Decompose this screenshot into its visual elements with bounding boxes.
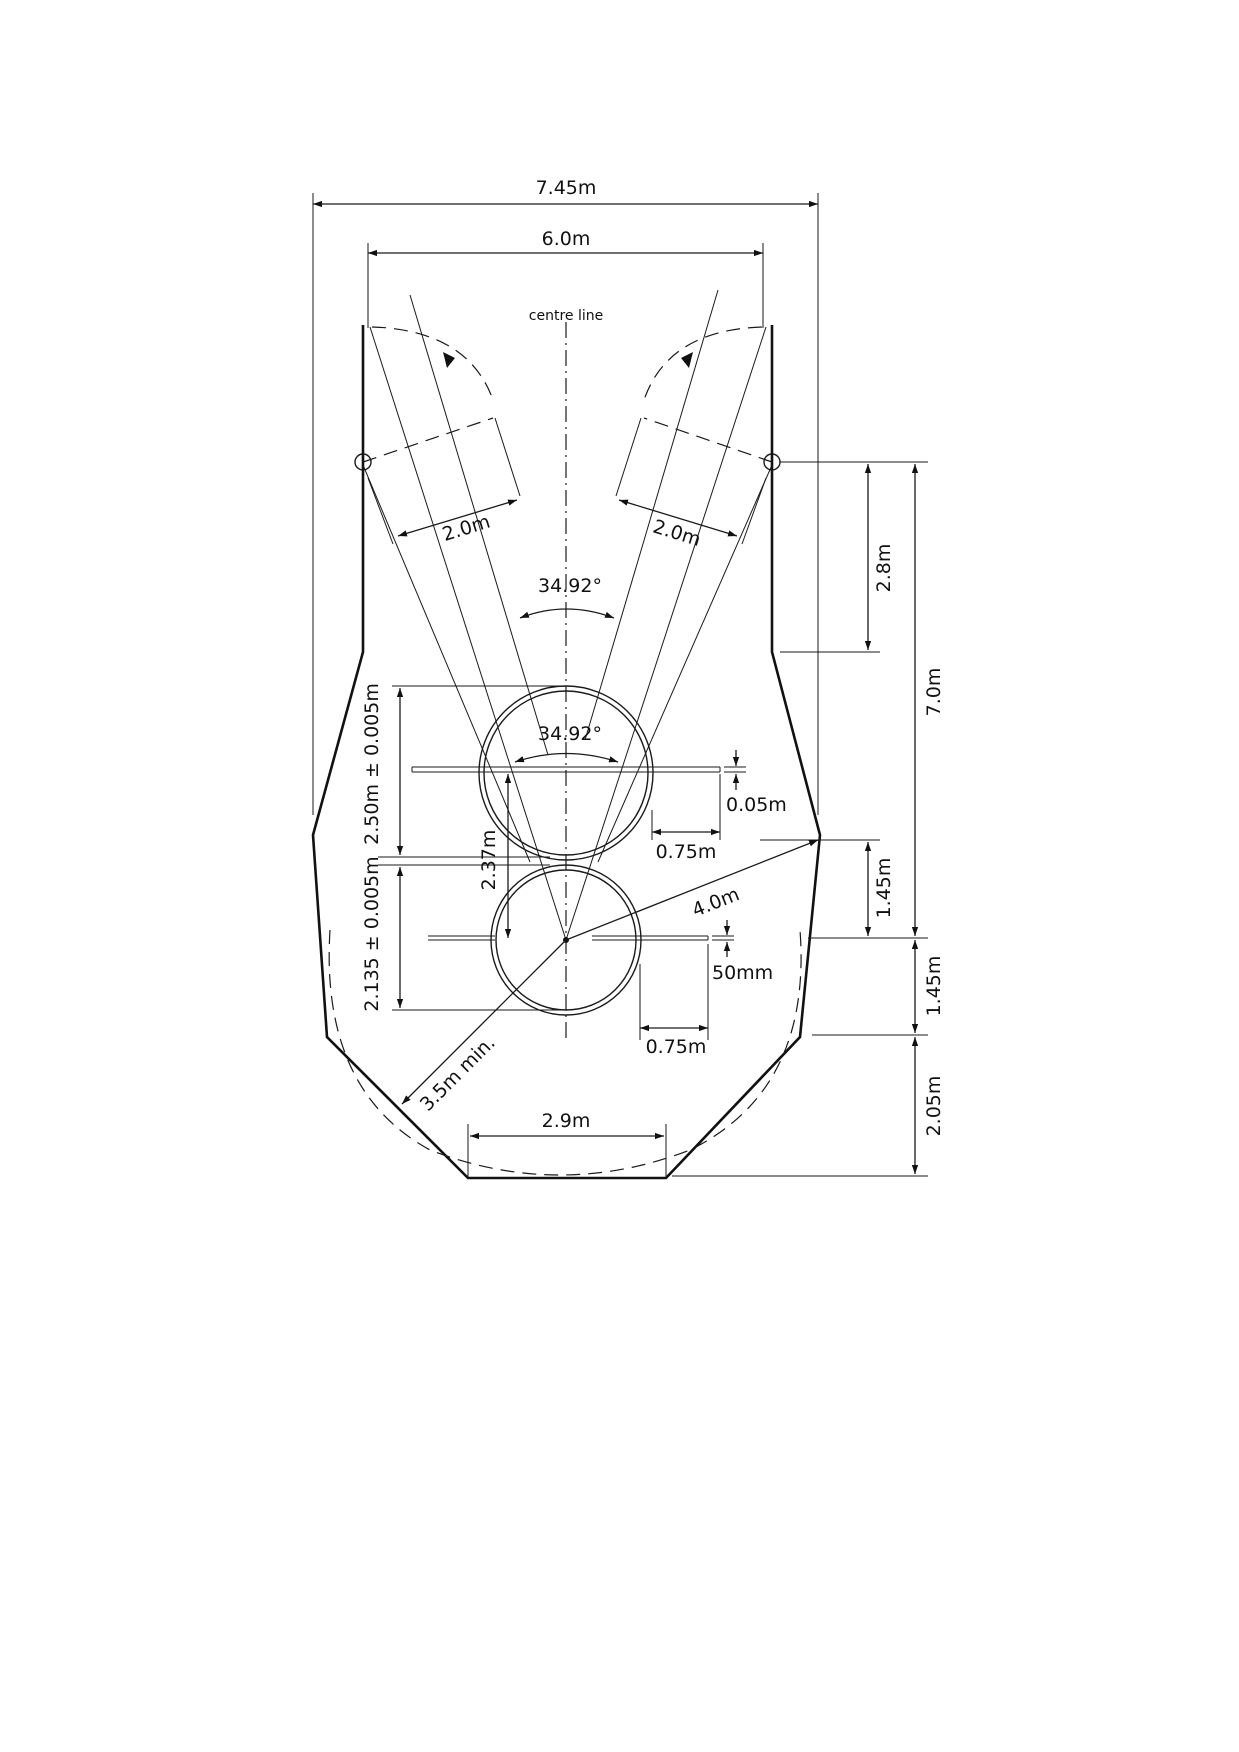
dim-075-upper bbox=[651, 774, 721, 840]
dim-205-label: 2.05m bbox=[923, 1076, 945, 1137]
lower-angle-arc bbox=[514, 752, 619, 763]
radius-35-line bbox=[401, 939, 567, 1105]
upper-circle-boards bbox=[411, 766, 721, 773]
dim-005-label: 0.05m bbox=[726, 794, 787, 816]
left-hinge-icon bbox=[354, 453, 372, 471]
radius-35-label: 3.5m min. bbox=[416, 1032, 500, 1116]
centre-line-label: centre line bbox=[529, 308, 603, 324]
upper-angle-label: 34.92° bbox=[538, 575, 602, 597]
cage-outline bbox=[311, 325, 822, 1180]
dim-29-label: 2.9m bbox=[542, 1110, 591, 1132]
safety-arc bbox=[328, 929, 802, 1176]
left-arc-label: 2.0m bbox=[440, 511, 493, 546]
width-inner-dim bbox=[367, 243, 764, 328]
width-inner-label: 6.0m bbox=[542, 228, 591, 250]
right-gate bbox=[615, 326, 781, 545]
left-gate bbox=[354, 326, 521, 545]
dim-237-label: 2.37m bbox=[478, 830, 500, 891]
upper-angle-arc bbox=[519, 608, 615, 619]
right-arc-label: 2.0m bbox=[650, 516, 703, 551]
dim-145-right-label: 1.45m bbox=[873, 858, 895, 919]
dim-005 bbox=[724, 750, 746, 790]
width-overall-label: 7.45m bbox=[536, 177, 597, 199]
radius-40-line bbox=[565, 839, 819, 941]
dim-29 bbox=[467, 1124, 667, 1178]
dim-075-lower bbox=[639, 944, 709, 1040]
dim-075-lower-label: 0.75m bbox=[646, 1036, 707, 1058]
dim-50mm bbox=[712, 920, 734, 957]
dim-145-lower-label: 1.45m bbox=[923, 956, 945, 1017]
dim-70-label: 7.0m bbox=[923, 668, 945, 717]
radius-40-label: 4.0m bbox=[689, 883, 742, 921]
ring-lower-dim-label: 2.135 ± 0.005m bbox=[361, 856, 383, 1011]
ring-upper-dim-label: 2.50m ± 0.005m bbox=[361, 683, 383, 845]
width-overall-dim bbox=[312, 193, 819, 815]
dim-075-upper-label: 0.75m bbox=[656, 841, 717, 863]
lower-circle-boards bbox=[428, 935, 709, 941]
ring-extension-lines bbox=[378, 685, 566, 1011]
right-extension-lines bbox=[672, 461, 928, 1177]
dim-50mm-label: 50mm bbox=[712, 962, 773, 984]
dim-28-label: 2.8m bbox=[873, 544, 895, 593]
lower-angle-label: 34.92° bbox=[538, 723, 602, 745]
